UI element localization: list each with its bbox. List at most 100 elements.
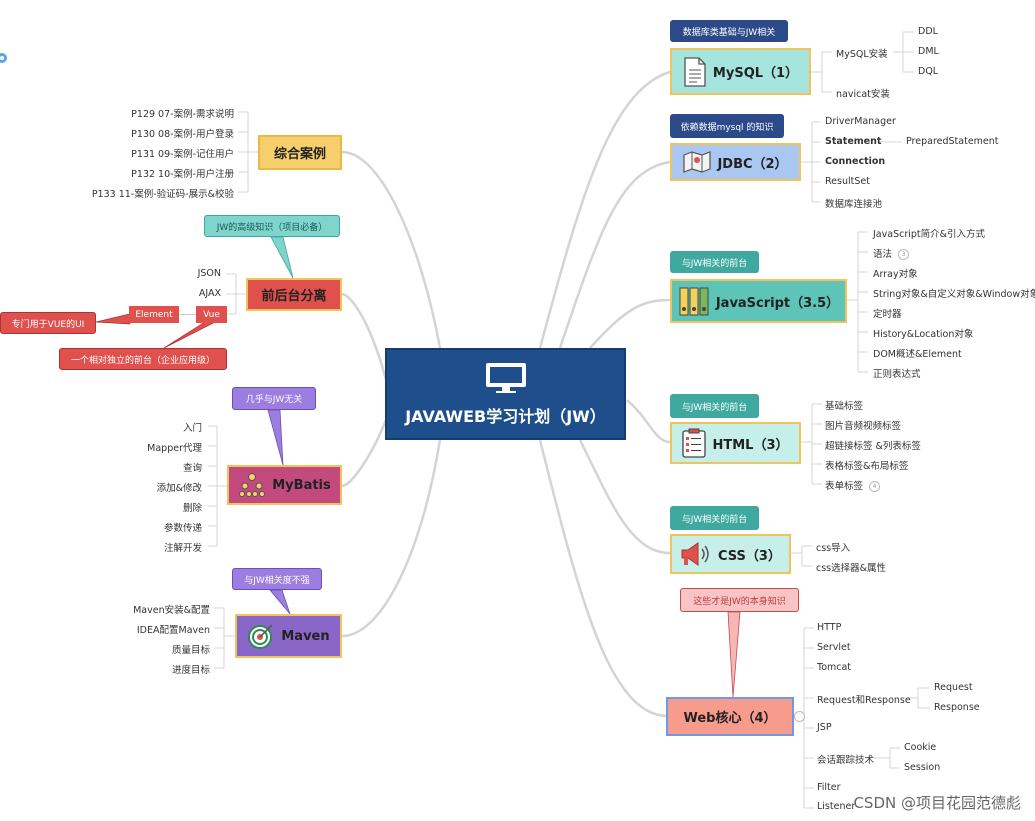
connector-cases (341, 150, 442, 349)
cases-item-4: P132 10-案例-用户注册 (131, 169, 234, 180)
js-callout: 与JW相关的前台 (670, 251, 759, 273)
jdbc-item-pool: 数据库连接池 (825, 199, 883, 210)
sep-item-json: JSON (197, 268, 221, 279)
web-sub-response: Response (934, 702, 980, 713)
maven-node[interactable]: Maven (235, 614, 342, 658)
css-node[interactable]: CSS（3） (670, 534, 791, 574)
sep-callout: JW的高级知识（项目必备） (204, 215, 340, 237)
monitor-icon (485, 363, 526, 393)
html-item-link: 超链接标签 &列表标签 (825, 441, 921, 452)
web-callout-text: 这些才是JW的本身知识 (693, 596, 786, 607)
cases-item-3: P131 09-案例-记住用户 (131, 149, 234, 160)
web-item-session: 会话跟踪技术 (817, 755, 875, 766)
jdbc-item-connection: Connection (825, 156, 886, 167)
mybatis-item-query: 查询 (182, 463, 202, 474)
sep-element-label: Element (135, 309, 173, 320)
connector-maven (341, 439, 442, 638)
js-item-syntax-label: 语法 (873, 249, 893, 260)
sep-callout-text: JW的高级知识（项目必备） (216, 222, 328, 233)
js-collapse-badge[interactable]: 3 (898, 249, 910, 260)
mysql-callout: 数据库类基础与JW相关 (670, 20, 788, 42)
map-icon (683, 151, 712, 173)
html-item-table: 表格标签&布局标签 (825, 461, 909, 472)
web-sub-cookie: Cookie (904, 742, 937, 753)
mysql-sub-dml: DML (918, 46, 939, 57)
js-item-array: Array对象 (873, 269, 918, 280)
cases-title: 综合案例 (273, 147, 326, 162)
mybatis-title: MyBatis (272, 477, 331, 493)
sep-note-element-text: 专门用于VUE的UI (11, 319, 85, 330)
sep-note-vue-text: 一个相对独立的前台（企业应用级） (70, 355, 215, 366)
sep-node[interactable]: 前后台分离 (246, 278, 342, 311)
sep-vue-label: Vue (203, 309, 220, 320)
sep-item-vue[interactable]: Vue (196, 306, 227, 323)
mybatis-item-annotation: 注解开发 (163, 543, 202, 554)
connector-html (626, 399, 671, 444)
element-vue-link (179, 314, 196, 315)
maven-title: Maven (281, 628, 330, 644)
html-item-form-label: 表单标签 (825, 481, 864, 492)
central-title: JAVAWEB学习计划（JW） (405, 407, 606, 426)
css-title: CSS（3） (718, 548, 781, 564)
html-node[interactable]: HTML（3） (670, 422, 801, 464)
html-collapse-badge[interactable]: 4 (869, 481, 881, 492)
sep-title: 前后台分离 (261, 289, 327, 304)
main-connectors (341, 70, 671, 718)
mysql-sub-dql: DQL (918, 66, 939, 77)
megaphone-icon (681, 542, 709, 566)
jdbc-node[interactable]: JDBC（2） (670, 143, 801, 181)
mybatis-item-intro: 入门 (182, 423, 202, 434)
js-item-timer: 定时器 (873, 309, 902, 320)
css-item-selector: css选择器&属性 (816, 563, 887, 574)
cases-item-1: P129 07-案例-需求说明 (131, 109, 234, 120)
edge-fragment-icon (0, 53, 7, 63)
js-item-dom: DOM概述&Element (873, 349, 962, 360)
css-callout: 与JW相关的前台 (670, 506, 759, 530)
js-title: JavaScript（3.5） (715, 295, 840, 311)
connector-jdbc (558, 160, 671, 349)
web-node[interactable]: Web核心（4） (666, 697, 794, 736)
js-item-string: String对象&自定义对象&Window对象 (873, 289, 1035, 300)
js-item-history: History&Location对象 (873, 329, 974, 340)
web-collapse-toggle[interactable] (794, 711, 805, 722)
jdbc-callout-text: 依赖数据mysql 的知识 (680, 122, 774, 133)
callout-pointers (95, 236, 741, 698)
mybatis-callout-text: 几乎与JW无关 (245, 395, 303, 405)
cases-item-2: P130 08-案例-用户登录 (131, 129, 234, 140)
connector-mysql (538, 70, 671, 349)
connector-js (589, 298, 671, 349)
html-item-form: 表单标签 4 (825, 478, 881, 492)
cases-node[interactable]: 综合案例 (258, 135, 342, 170)
sep-element-tag[interactable]: Element (129, 306, 179, 323)
js-item-regex: 正则表达式 (873, 369, 921, 380)
connector-css (578, 439, 671, 555)
connector-sep (341, 292, 388, 381)
maven-item-quality: 质量目标 (171, 645, 210, 656)
mybatis-node[interactable]: MyBatis (227, 465, 342, 505)
central-node[interactable]: JAVAWEB学习计划（JW） (385, 348, 626, 440)
mybatis-item-delete: 删除 (182, 503, 202, 514)
connector-mybatis (341, 419, 388, 488)
html-callout: 与JW相关的前台 (670, 394, 759, 418)
binders-icon (679, 287, 709, 316)
mysql-node[interactable]: MySQL（1） (670, 48, 811, 95)
js-item-syntax: 语法 3 (873, 246, 910, 260)
html-item-basic: 基础标签 (825, 401, 864, 412)
js-node[interactable]: JavaScript（3.5） (670, 279, 847, 323)
mybatis-item-mapper: Mapper代理 (147, 443, 202, 454)
jdbc-sub-prepared: PreparedStatement (906, 136, 999, 147)
web-item-tomcat: Tomcat (817, 662, 852, 673)
maven-item-progress: 进度目标 (171, 665, 210, 676)
web-item-servlet: Servlet (817, 642, 851, 653)
connector-web (538, 439, 669, 718)
mybatis-item-insert: 添加&修改 (156, 483, 202, 494)
css-callout-text: 与JW相关的前台 (681, 514, 748, 525)
css-item-import: css导入 (816, 543, 851, 554)
js-item-intro: JavaScript简介&引入方式 (873, 229, 986, 240)
watermark: CSDN @项目花园范德彪 (853, 794, 1021, 812)
web-sub-request: Request (934, 682, 973, 693)
web-item-http: HTTP (817, 622, 842, 633)
document-icon (684, 56, 706, 87)
mysql-sub-ddl: DDL (918, 26, 938, 37)
